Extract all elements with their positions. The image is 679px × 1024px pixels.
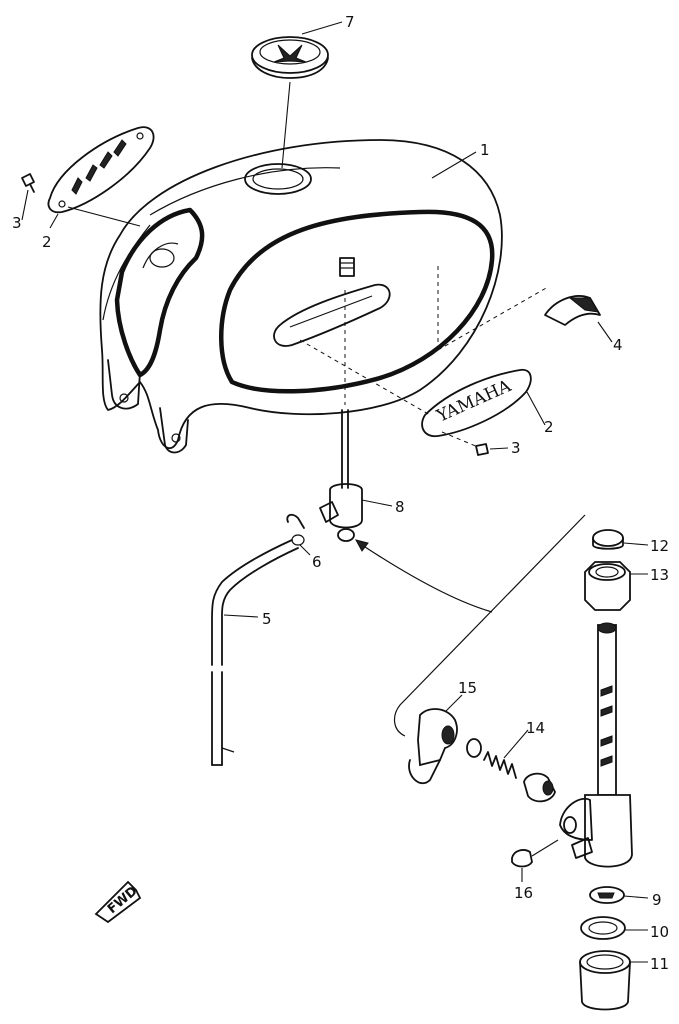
- callout-5: 5: [262, 610, 272, 628]
- callout-7: 7: [345, 13, 355, 31]
- fuel-cock: [319, 409, 363, 542]
- callout-2-right: 2: [544, 418, 554, 436]
- callout-2-left: 2: [42, 233, 52, 251]
- callout-16: 16: [514, 884, 533, 902]
- screw-left: [21, 173, 35, 193]
- callout-1: 1: [480, 141, 490, 159]
- callout-6: 6: [312, 553, 322, 571]
- callout-10: 10: [650, 923, 669, 941]
- plunger: [523, 772, 556, 803]
- rubber-clip: [544, 295, 601, 326]
- fuel-cock-lever: [408, 708, 458, 785]
- callout-14: 14: [526, 719, 545, 737]
- valve-body: [559, 794, 633, 868]
- fuel-tank: [99, 139, 503, 454]
- callout-15: 15: [458, 679, 477, 697]
- filler-cap: [251, 36, 329, 79]
- callout-3-left: 3: [12, 214, 22, 232]
- callout-11: 11: [650, 955, 669, 973]
- emblem-left: [47, 126, 155, 214]
- callout-4: 4: [613, 336, 623, 354]
- callout-12: 12: [650, 537, 669, 555]
- screw-right: [475, 443, 489, 456]
- callout-9: 9: [652, 891, 662, 909]
- o-ring: [466, 738, 482, 758]
- callout-8: 8: [395, 498, 405, 516]
- sediment-cup-11: [579, 950, 631, 1011]
- emblem-right: YAMAHA: [421, 368, 532, 438]
- filter-9: [589, 886, 625, 904]
- ring-12: [592, 529, 624, 550]
- callout-13: 13: [650, 566, 669, 584]
- strainer-pipe: [597, 622, 617, 796]
- spring-14: [483, 729, 529, 779]
- screw-16: [511, 839, 559, 868]
- forward-arrow: FWD: [94, 880, 142, 924]
- gasket-10: [580, 916, 626, 940]
- nut-13: [584, 561, 631, 611]
- callout-3-right: 3: [511, 439, 521, 457]
- fuel-hose: [211, 539, 299, 766]
